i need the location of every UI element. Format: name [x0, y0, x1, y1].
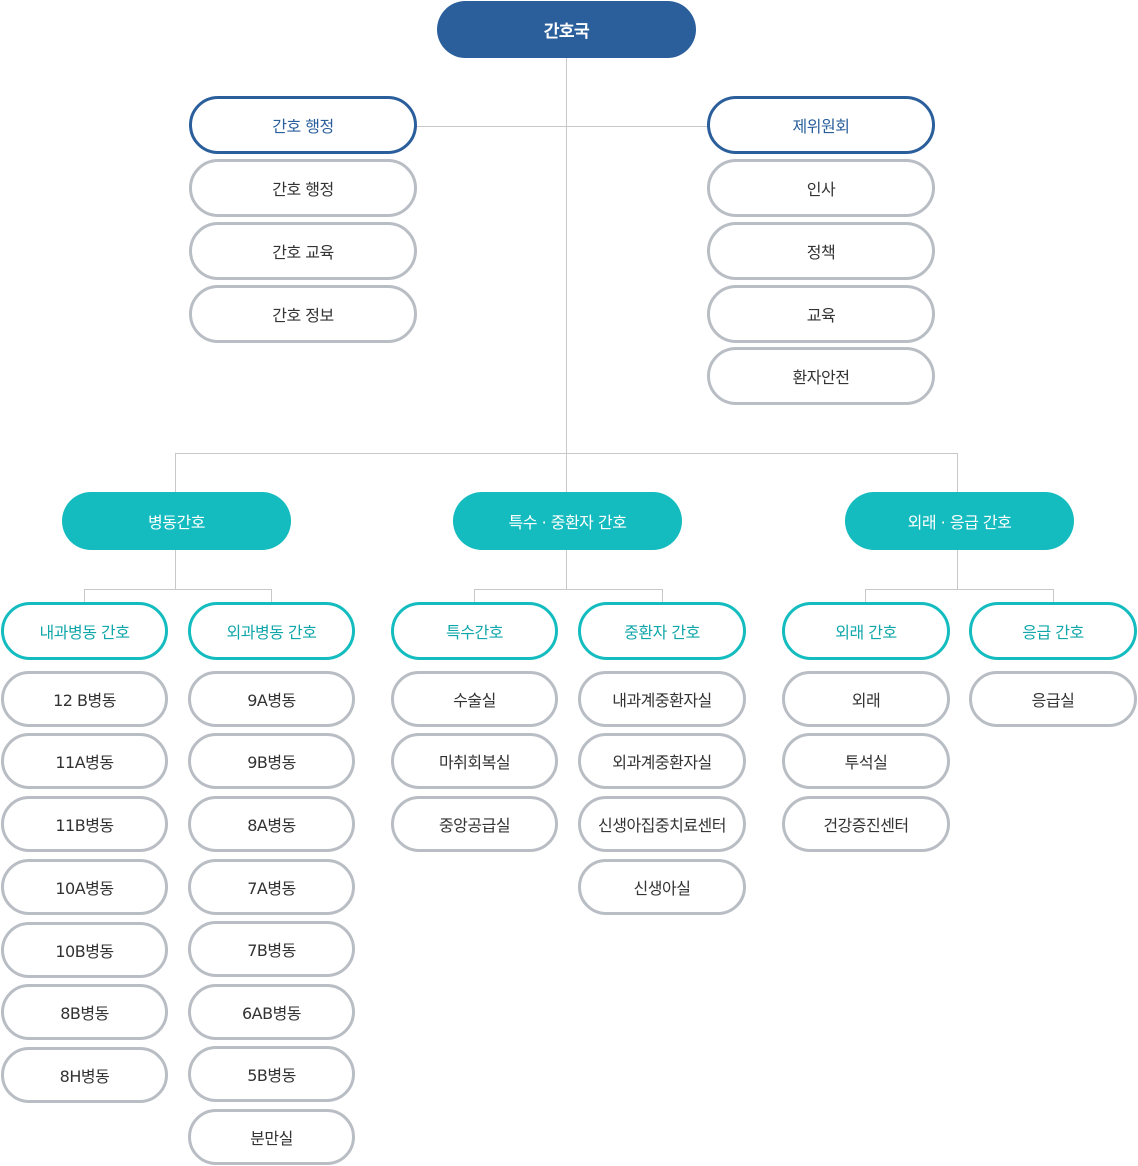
- outpatient-item[interactable]: 건강증진센터: [782, 796, 950, 852]
- special-care-item[interactable]: 중앙공급실: [391, 796, 558, 852]
- special-icu-nursing-header[interactable]: 특수 · 중환자 간호: [453, 492, 682, 550]
- special-care-item[interactable]: 마취회복실: [391, 733, 558, 789]
- emergency-header[interactable]: 응급 간호: [969, 602, 1137, 660]
- ward-item[interactable]: 8B병동: [1, 984, 168, 1040]
- ward-item[interactable]: 12 B병동: [1, 671, 168, 727]
- committee-item[interactable]: 교육: [707, 285, 935, 343]
- outpatient-header[interactable]: 외래 간호: [782, 602, 950, 660]
- ward-item[interactable]: 10B병동: [1, 922, 168, 978]
- outpatient-item[interactable]: 외래: [782, 671, 950, 727]
- icu-item[interactable]: 신생아집중치료센터: [578, 796, 746, 852]
- surgical-ward-header[interactable]: 외과병동 간호: [188, 602, 355, 660]
- ward-item[interactable]: 8A병동: [188, 796, 355, 852]
- ward-item[interactable]: 9A병동: [188, 671, 355, 727]
- committee-item[interactable]: 환자안전: [707, 347, 935, 405]
- outpatient-emergency-nursing-header[interactable]: 외래 · 응급 간호: [845, 492, 1074, 550]
- admin-header[interactable]: 간호 행정: [189, 96, 417, 154]
- outpatient-item[interactable]: 투석실: [782, 733, 950, 789]
- ward-item[interactable]: 11A병동: [1, 733, 168, 789]
- ward-item[interactable]: 10A병동: [1, 859, 168, 915]
- icu-header[interactable]: 중환자 간호: [578, 602, 746, 660]
- admin-item[interactable]: 간호 교육: [189, 222, 417, 280]
- internal-ward-header[interactable]: 내과병동 간호: [1, 602, 168, 660]
- committee-header[interactable]: 제위원회: [707, 96, 935, 154]
- emergency-item[interactable]: 응급실: [969, 671, 1137, 727]
- nursing-department-root[interactable]: 간호국: [437, 1, 696, 58]
- ward-item[interactable]: 8H병동: [1, 1047, 168, 1103]
- ward-item[interactable]: 11B병동: [1, 796, 168, 852]
- admin-item[interactable]: 간호 정보: [189, 285, 417, 343]
- ward-item[interactable]: 9B병동: [188, 733, 355, 789]
- ward-item[interactable]: 7A병동: [188, 859, 355, 915]
- admin-item[interactable]: 간호 행정: [189, 159, 417, 217]
- committee-item[interactable]: 정책: [707, 222, 935, 280]
- special-care-item[interactable]: 수술실: [391, 671, 558, 727]
- special-care-header[interactable]: 특수간호: [391, 602, 558, 660]
- ward-item[interactable]: 분만실: [188, 1109, 355, 1165]
- icu-item[interactable]: 신생아실: [578, 859, 746, 915]
- committee-item[interactable]: 인사: [707, 159, 935, 217]
- icu-item[interactable]: 외과계중환자실: [578, 733, 746, 789]
- ward-item[interactable]: 6AB병동: [188, 984, 355, 1040]
- ward-nursing-header[interactable]: 병동간호: [62, 492, 291, 550]
- ward-item[interactable]: 7B병동: [188, 921, 355, 977]
- ward-item[interactable]: 5B병동: [188, 1046, 355, 1102]
- icu-item[interactable]: 내과계중환자실: [578, 671, 746, 727]
